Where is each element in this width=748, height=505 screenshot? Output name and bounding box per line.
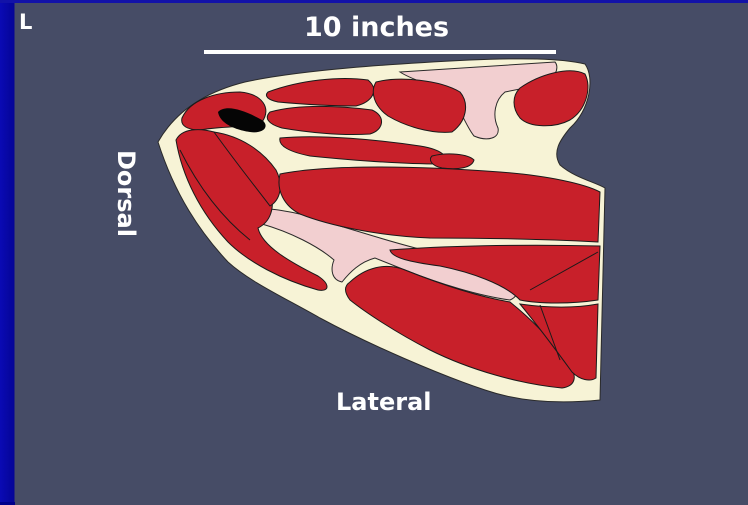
lateral-label: Lateral bbox=[336, 388, 432, 416]
scale-label: 10 inches bbox=[304, 12, 449, 43]
scale-bar bbox=[204, 50, 556, 54]
dorsal-label: Dorsal bbox=[112, 150, 140, 237]
muscle-small-mid bbox=[430, 154, 474, 169]
corner-label: L bbox=[19, 10, 32, 34]
